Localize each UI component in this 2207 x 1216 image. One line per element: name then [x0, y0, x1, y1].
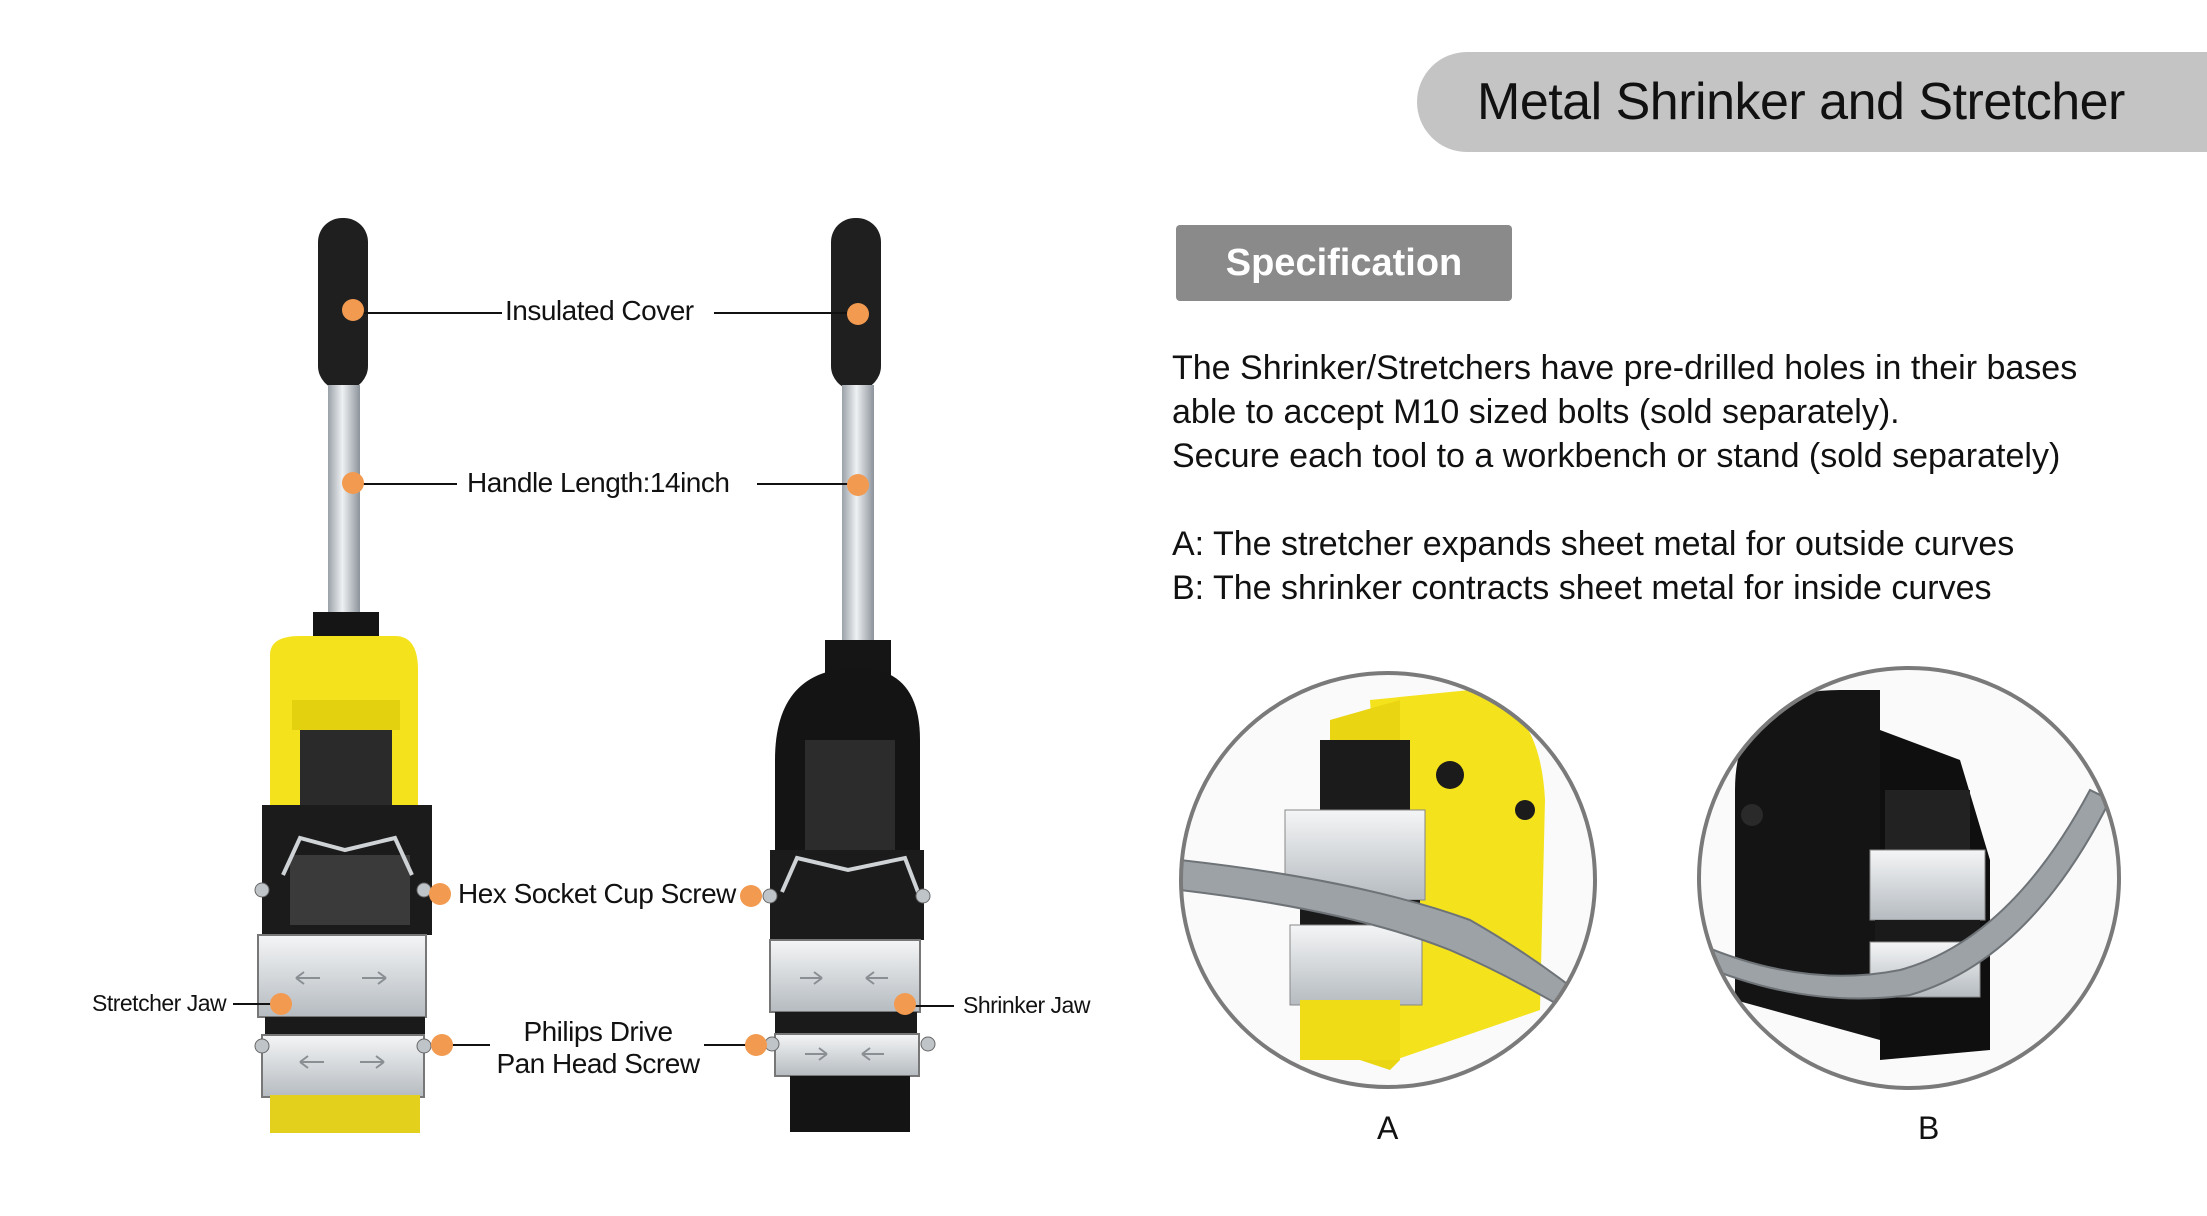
note-line-a: A: The stretcher expands sheet metal for… [1172, 525, 2015, 563]
caption-a: A [1377, 1110, 1399, 1146]
leader-lines [233, 312, 954, 1046]
label-shrinker-jaw: Shrinker Jaw [963, 992, 1090, 1018]
marker-dot [745, 1034, 767, 1056]
title-banner: Metal Shrinker and Stretcher [1417, 52, 2207, 152]
description-line: Secure each tool to a workbench or stand… [1172, 437, 2061, 475]
detail-circle-a [1179, 671, 1597, 1089]
marker-dot [847, 474, 869, 496]
shrinker-tool-image [762, 218, 936, 1132]
marker-dot [270, 993, 292, 1015]
marker-dot [342, 472, 364, 494]
label-handle-length: Handle Length:14inch [467, 467, 730, 498]
specification-badge: Specification [1176, 225, 1512, 301]
marker-dot [431, 1034, 453, 1056]
description-line: able to accept M10 sized bolts (sold sep… [1172, 393, 1900, 431]
notes-text: A: The stretcher expands sheet metal for… [1172, 522, 2014, 610]
note-line-b: B: The shrinker contracts sheet metal fo… [1172, 569, 1992, 607]
description-line: The Shrinker/Stretchers have pre-drilled… [1172, 349, 2078, 387]
detail-circle-b [1697, 666, 2121, 1090]
label-philips-drive-screw: Philips Drive Pan Head Screw [488, 1016, 708, 1080]
label-hex-socket-cup-screw: Hex Socket Cup Screw [458, 878, 736, 909]
marker-dot [342, 299, 364, 321]
handle-shaft-left [328, 385, 360, 645]
marker-dot [429, 883, 451, 905]
stretcher-tool-image [254, 218, 432, 1133]
label-philips-line-1: Philips Drive [523, 1016, 673, 1047]
marker-dot [847, 303, 869, 325]
description-text: The Shrinker/Stretchers have pre-drilled… [1172, 346, 2077, 478]
label-philips-line-2: Pan Head Screw [496, 1048, 700, 1079]
insulated-grip-left [318, 218, 368, 390]
label-insulated-cover: Insulated Cover [505, 295, 694, 326]
label-stretcher-jaw: Stretcher Jaw [92, 990, 227, 1016]
marker-dot [894, 993, 916, 1015]
handle-shaft-right [842, 385, 874, 640]
marker-dot [740, 885, 762, 907]
marker-dots [270, 299, 916, 1056]
caption-b: B [1918, 1110, 1940, 1146]
page-title: Metal Shrinker and Stretcher [1477, 73, 2125, 131]
